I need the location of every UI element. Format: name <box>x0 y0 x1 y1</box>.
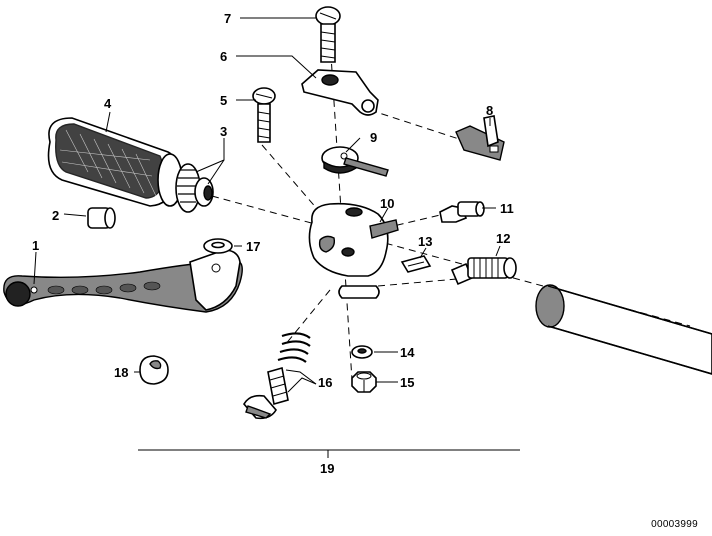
callout-2: 2 <box>52 208 59 223</box>
cap <box>139 355 169 385</box>
cable-clip <box>455 115 505 161</box>
lock-washer <box>351 345 373 359</box>
callout-8: 8 <box>486 103 493 118</box>
callout-9: 9 <box>370 130 377 145</box>
callout-7: 7 <box>224 11 231 26</box>
callout-14: 14 <box>400 345 415 360</box>
callout-3: 3 <box>220 124 227 139</box>
callout-12: 12 <box>496 231 510 246</box>
clamp-bracket <box>301 69 379 116</box>
callout-16: 16 <box>318 375 332 390</box>
adjuster-screw <box>439 201 485 223</box>
callout-18: 18 <box>114 365 128 380</box>
callout-17: 17 <box>246 239 260 254</box>
screw-5 <box>252 87 276 143</box>
washer-17 <box>203 238 233 254</box>
pulley <box>321 146 389 177</box>
leader-lines <box>33 17 520 458</box>
spring-bolt <box>243 332 311 420</box>
plate <box>400 255 432 273</box>
callout-5: 5 <box>220 93 227 108</box>
grip <box>47 117 183 207</box>
callout-10: 10 <box>380 196 394 211</box>
callout-15: 15 <box>400 375 414 390</box>
throttle-housing <box>308 202 399 299</box>
handlebar-tube <box>535 284 712 375</box>
document-number: 00003999 <box>651 519 698 530</box>
callout-1: 1 <box>32 238 39 253</box>
screw-7 <box>315 6 341 63</box>
throttle-tube-end <box>175 163 214 213</box>
callout-4: 4 <box>104 96 112 111</box>
callout-19: 19 <box>320 461 334 476</box>
nut <box>351 371 377 393</box>
callout-13: 13 <box>418 234 432 249</box>
callout-6: 6 <box>220 49 227 64</box>
callout-labels: 1 2 3 4 5 6 7 8 9 10 11 12 13 14 15 16 1… <box>32 11 514 476</box>
lever <box>3 249 243 313</box>
callout-11: 11 <box>500 201 514 216</box>
bushing <box>87 207 116 229</box>
cable-adjuster <box>450 257 517 286</box>
